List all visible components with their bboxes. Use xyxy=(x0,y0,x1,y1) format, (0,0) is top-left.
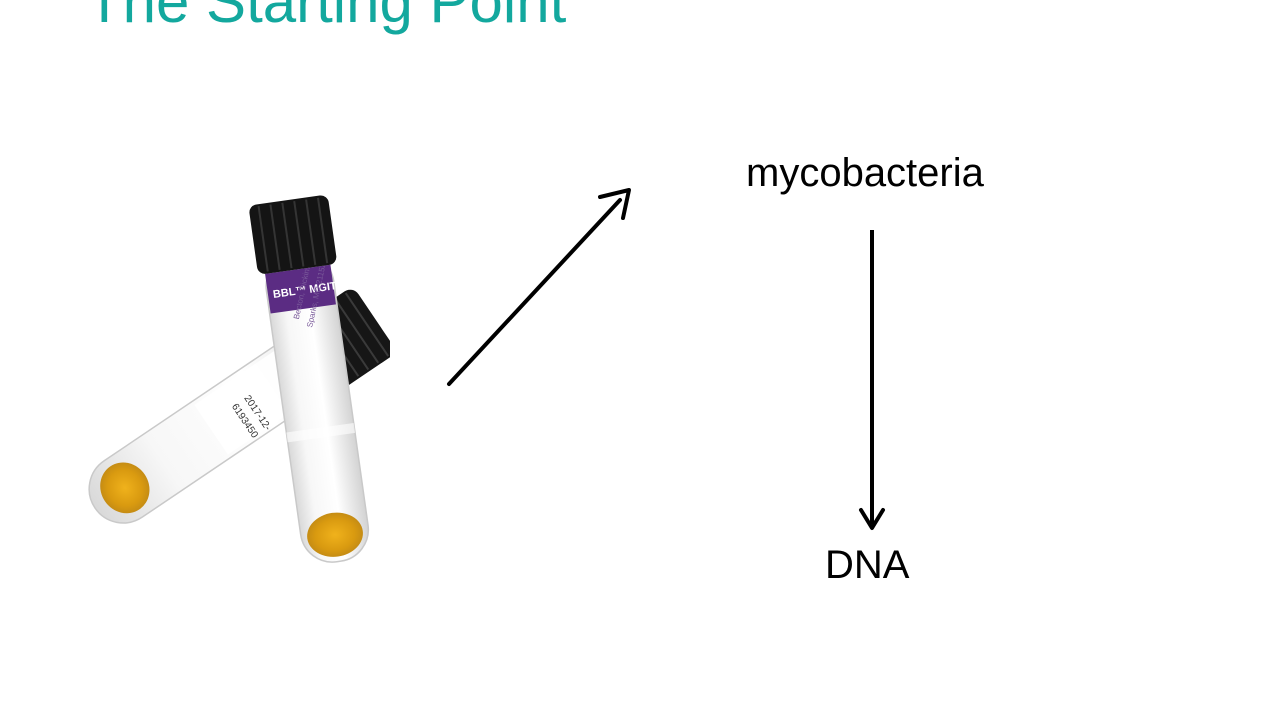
slide-title: The Starting Point xyxy=(86,0,567,35)
front-tube: BBL™ MGIT™ Becton, Dickinson and Sparks,… xyxy=(249,195,370,563)
diagonal-arrow xyxy=(447,188,631,386)
dna-label: DNA xyxy=(825,543,910,587)
culture-tubes-photo: 6193450 2017-12- BBL™ MGIT™ Becton, Dick… xyxy=(88,195,390,563)
mycobacteria-label: mycobacteria xyxy=(746,151,984,195)
down-arrow xyxy=(859,230,885,530)
